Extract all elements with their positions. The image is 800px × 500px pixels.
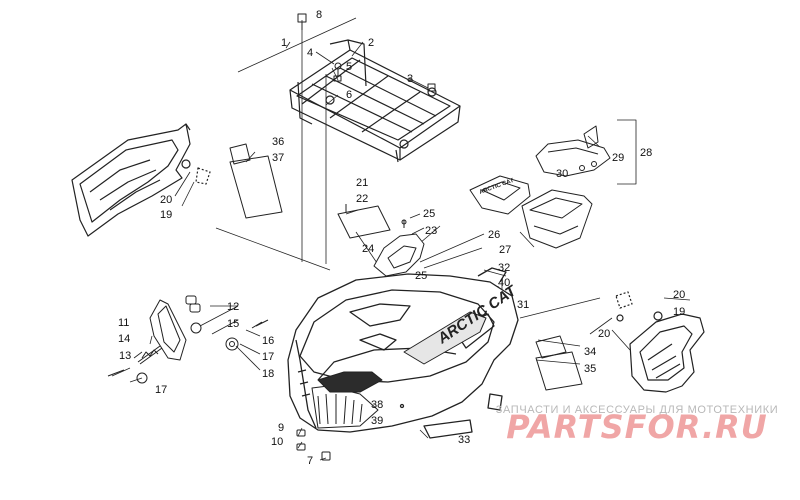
front-fender [287, 267, 519, 439]
callout: 38 [371, 399, 383, 411]
callout: 25 [415, 270, 427, 282]
callout: 13 [119, 350, 131, 362]
callout: 30 [556, 168, 568, 180]
left-side-panel [71, 123, 211, 237]
callout: 7 [307, 455, 313, 467]
callout: 8 [316, 9, 322, 21]
front-rack [289, 39, 461, 163]
right-side-panel [615, 291, 705, 393]
callout: 28 [640, 147, 652, 159]
watermark-tagline: ЗАПЧАСТИ И АКСЕССУАРЫ ДЛЯ МОТОТЕХНИКИ [495, 404, 779, 416]
callout: 24 [362, 243, 374, 255]
callout: 36 [272, 136, 284, 148]
fender-stripe [317, 311, 487, 393]
callout: 27 [499, 244, 511, 256]
callout: 39 [371, 415, 383, 427]
callout: 4 [307, 47, 313, 59]
callout: 10 [271, 436, 283, 448]
storage-bin-27 [521, 189, 593, 249]
callout: 31 [517, 299, 529, 311]
callout: 16 [262, 335, 274, 347]
callout: 33 [458, 434, 470, 446]
callout: 20 [160, 194, 172, 206]
callout: 23 [425, 225, 437, 237]
callout: 14 [118, 333, 130, 345]
callout: 18 [262, 368, 274, 380]
callout: 29 [612, 152, 624, 164]
callout: 20 [598, 328, 610, 340]
watermark-logo: PARTSFOR.RU [506, 408, 768, 446]
callout: 1 [281, 37, 287, 49]
decal-34-35 [535, 335, 583, 391]
callout-labels: 1 2 3 4 5 6 7 8 9 10 11 12 13 14 15 16 1… [118, 9, 685, 467]
decal-36-37 [229, 143, 283, 219]
callout: 2 [368, 37, 374, 49]
gas-cap-cover [373, 219, 425, 277]
callout: 20 [673, 289, 685, 301]
callout: 11 [118, 317, 129, 329]
callout: 19 [160, 209, 172, 221]
callout: 34 [584, 346, 596, 358]
storage-lid [535, 125, 611, 177]
callout: 6 [346, 89, 352, 101]
rack-bolts [297, 13, 436, 92]
callout: 15 [227, 318, 239, 330]
callout: 21 [356, 177, 368, 189]
callout: 12 [227, 301, 239, 313]
storage-bin-26 [469, 175, 531, 215]
callout: 35 [584, 363, 596, 375]
decal-21-22 [337, 204, 391, 239]
callout: 37 [272, 152, 284, 164]
callout: 25 [423, 208, 435, 220]
callout: 17 [262, 351, 274, 363]
callout: 17 [155, 384, 167, 396]
front-bolts [296, 429, 331, 461]
callout: 5 [346, 61, 352, 73]
headlight-assembly [107, 295, 269, 384]
callout: 19 [673, 306, 685, 318]
callout: 22 [356, 193, 368, 205]
callout: 9 [278, 422, 284, 434]
callout: 32 [498, 262, 510, 274]
callout: 40 [498, 277, 510, 289]
callout: 26 [488, 229, 500, 241]
callout: 3 [407, 73, 413, 85]
